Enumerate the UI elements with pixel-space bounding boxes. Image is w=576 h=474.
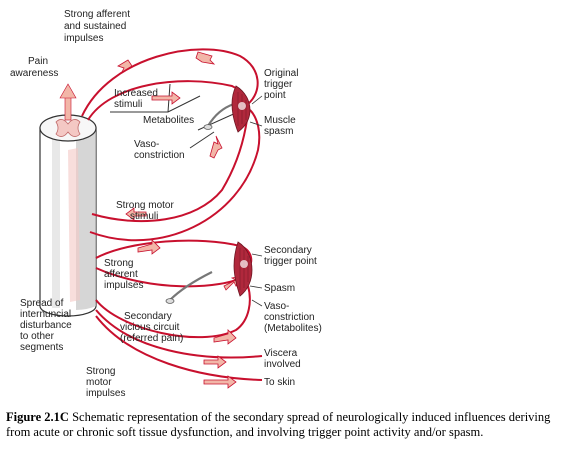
label-strong-afferent-sustained: Strong afferent and sustained impulses xyxy=(64,9,133,44)
label-muscle-spasm: Muscle spasm xyxy=(264,115,298,137)
referred-pathway xyxy=(95,285,251,339)
primary-circuit xyxy=(81,48,261,242)
skin-pathway xyxy=(95,315,263,381)
label-strong-afferent-impulses: Strong afferent impulses xyxy=(104,258,143,291)
label-viscera-involved: Viscera involved xyxy=(264,348,301,370)
secondary-trigger-point xyxy=(233,241,253,297)
spinal-cord-pink-band xyxy=(68,148,80,302)
vessel-lower xyxy=(165,271,213,304)
label-secondary-trigger-point: Secondary trigger point xyxy=(264,245,317,267)
viscera-pathway xyxy=(95,309,263,359)
afferent-pathway-secondary xyxy=(95,239,253,269)
label-secondary-vicious-circuit: Secondary vicious circuit (referred pain… xyxy=(120,311,183,344)
motor-pathway-outer xyxy=(89,109,261,242)
secondary-circuit xyxy=(95,239,263,381)
label-to-skin: To skin xyxy=(264,377,295,388)
pain-awareness-arrow xyxy=(59,83,77,121)
spinal-cord xyxy=(39,114,97,317)
label-spasm: Spasm xyxy=(264,283,295,294)
spinal-cord-shading xyxy=(76,128,96,310)
label-metabolites: Metabolites xyxy=(143,115,194,126)
figure-label: Figure 2.1C xyxy=(6,410,69,424)
afferent-pathway-upper xyxy=(81,48,259,117)
label-original-trigger-point: Original trigger point xyxy=(264,68,301,101)
diagram-labels: Strong afferent and sustained impulses P… xyxy=(10,9,322,399)
original-trigger-point xyxy=(231,85,251,133)
label-increased-stimuli: Increased stimuli xyxy=(114,88,161,110)
gray-matter xyxy=(55,119,81,137)
spinal-cord-highlight xyxy=(52,132,60,308)
label-vasoconstriction: Vaso- constriction xyxy=(134,139,185,161)
caption-text: Schematic representation of the secondar… xyxy=(6,410,551,439)
flow-arrows-primary xyxy=(117,51,223,221)
leader-lines xyxy=(249,95,263,307)
label-vasoconstriction-metabolites: Vaso- constriction (Metabolites) xyxy=(264,301,322,334)
label-spread-internuncial: Spread of internuncial disturbance to ot… xyxy=(20,298,74,353)
label-pain-awareness: Pain awareness xyxy=(10,56,58,79)
label-strong-motor-impulses: Strong motor impulses xyxy=(86,366,125,399)
motor-pathway-inner xyxy=(91,111,249,223)
label-strong-motor-stimuli: Strong motor stimuli xyxy=(116,200,177,222)
figure-caption: Figure 2.1C Schematic representation of … xyxy=(6,410,568,440)
vessel-upper xyxy=(203,102,235,130)
